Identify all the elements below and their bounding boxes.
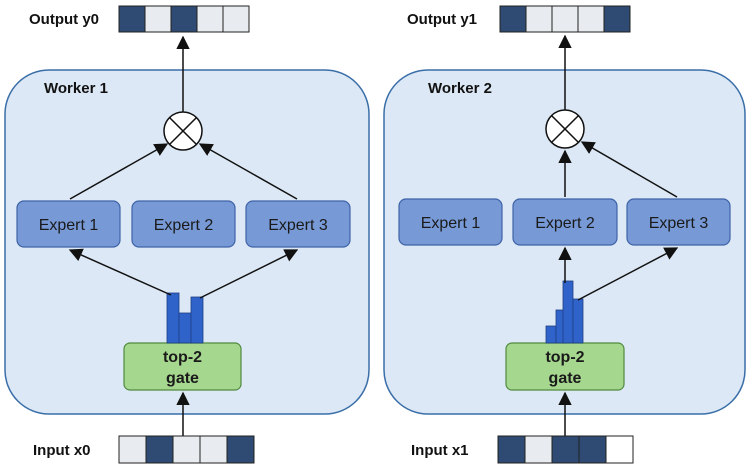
worker-2-hist-bar bbox=[572, 298, 584, 344]
worker-1-histogram bbox=[166, 292, 204, 344]
worker-1-title: Worker 1 bbox=[44, 80, 108, 97]
worker-2-arrow-route-3 bbox=[577, 247, 679, 301]
worker-2: Worker 2 Expert 1 Expert 2 Expert 3 top-… bbox=[383, 5, 746, 464]
worker-2-input-vector bbox=[497, 435, 634, 464]
vector-cell bbox=[524, 435, 553, 464]
worker-1-gate-line-1: top-2 bbox=[163, 349, 202, 366]
vector-cell bbox=[551, 5, 579, 33]
vector-cell bbox=[172, 435, 201, 464]
vector-cell bbox=[199, 435, 228, 464]
worker-1-output-vector bbox=[118, 5, 250, 33]
worker-2-title: Worker 2 bbox=[428, 80, 492, 97]
vector-cell bbox=[605, 435, 634, 464]
worker-2-expert-3: Expert 3 bbox=[626, 198, 731, 246]
worker-1-expert-1: Expert 1 bbox=[16, 200, 121, 248]
worker-2-combine-icon bbox=[545, 109, 585, 149]
worker-2-expert-2-label: Expert 2 bbox=[535, 215, 595, 232]
vector-cell bbox=[144, 5, 172, 33]
worker-1-hist-bar bbox=[166, 292, 180, 344]
vector-cell bbox=[226, 435, 255, 464]
worker-2-input-label: Input x1 bbox=[411, 442, 469, 459]
worker-1-arrows bbox=[68, 35, 299, 437]
worker-2-histogram bbox=[545, 280, 584, 344]
worker-2-gate: top-2 gate bbox=[505, 342, 625, 391]
worker-1-expert-2: Expert 2 bbox=[131, 200, 236, 248]
vector-cell bbox=[551, 435, 580, 464]
vector-cell bbox=[118, 435, 147, 464]
vector-cell bbox=[196, 5, 224, 33]
worker-1-arrow-expert-3 bbox=[198, 143, 298, 200]
worker-1-arrow-expert-1 bbox=[69, 143, 169, 200]
worker-2-gate-line-1: top-2 bbox=[545, 349, 584, 366]
worker-2-expert-1: Expert 1 bbox=[398, 198, 503, 246]
worker-2-expert-1-label: Expert 1 bbox=[421, 215, 481, 232]
vector-cell bbox=[525, 5, 553, 33]
vector-cell bbox=[603, 5, 631, 33]
vector-cell bbox=[577, 5, 605, 33]
worker-1-expert-3: Expert 3 bbox=[245, 200, 351, 248]
worker-1-output-label: Output y0 bbox=[29, 11, 99, 28]
vector-cell bbox=[578, 435, 607, 464]
worker-2-hist-bar bbox=[562, 280, 574, 344]
vector-cell bbox=[222, 5, 250, 33]
vector-cell bbox=[499, 5, 527, 33]
worker-1-combine-icon bbox=[163, 111, 203, 151]
worker-1: Worker 1 Expert 1 Expert 2 Expert 3 top-… bbox=[4, 5, 370, 464]
worker-2-arrows bbox=[558, 34, 679, 437]
worker-1-input-vector bbox=[118, 435, 255, 464]
worker-2-output-label: Output y1 bbox=[407, 11, 477, 28]
vector-cell bbox=[170, 5, 198, 33]
worker-1-hist-bar bbox=[190, 296, 204, 344]
vector-cell bbox=[118, 5, 146, 33]
worker-1-expert-1-label: Expert 1 bbox=[39, 217, 99, 234]
worker-1-gate: top-2 gate bbox=[123, 342, 242, 391]
worker-2-hist-bar bbox=[545, 325, 557, 344]
worker-1-input-label: Input x0 bbox=[33, 442, 91, 459]
worker-2-arrow-expert-3 bbox=[580, 141, 678, 198]
worker-1-gate-line-2: gate bbox=[166, 370, 199, 387]
vector-cell bbox=[497, 435, 526, 464]
worker-1-arrow-route-3 bbox=[199, 249, 299, 299]
worker-1-expert-2-label: Expert 2 bbox=[154, 217, 214, 234]
worker-2-gate-line-2: gate bbox=[549, 370, 582, 387]
worker-1-expert-3-label: Expert 3 bbox=[268, 217, 328, 234]
worker-2-output-vector bbox=[499, 5, 631, 33]
vector-cell bbox=[145, 435, 174, 464]
worker-2-expert-3-label: Expert 3 bbox=[649, 215, 709, 232]
worker-1-arrow-route-1 bbox=[68, 248, 172, 296]
worker-1-hist-bar bbox=[178, 312, 192, 344]
worker-2-expert-2: Expert 2 bbox=[512, 198, 618, 246]
